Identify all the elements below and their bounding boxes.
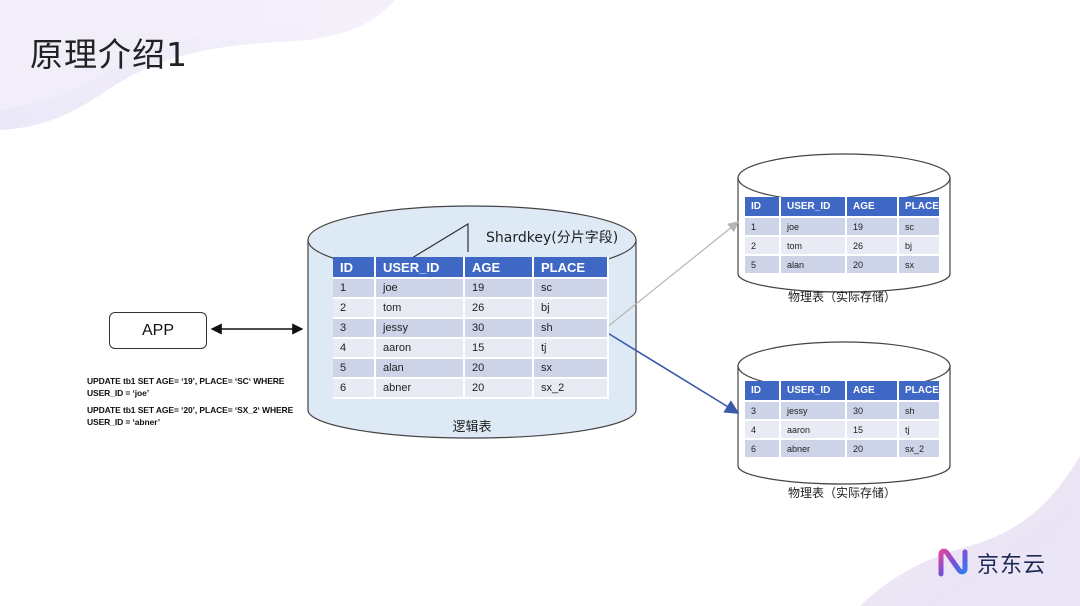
brand-logo: 京东云: [937, 547, 1046, 579]
jd-cloud-logo-icon: [938, 548, 968, 577]
sql-line: USER_ID = ‘abner’: [87, 417, 161, 427]
column-header: AGE: [464, 257, 534, 279]
table-cell: sx: [533, 358, 609, 379]
table-row: 1 joe 19 sc: [333, 278, 609, 299]
table-cell: 15: [464, 338, 534, 359]
table-cell: bj: [533, 298, 609, 319]
table-cell: 30: [846, 401, 899, 421]
table-cell: 2: [333, 298, 376, 319]
column-header: PLACE: [533, 257, 609, 279]
sql-line: UPDATE tb1 SET AGE= ‘19’, PLACE= ‘SC‘ WH…: [87, 376, 285, 386]
table-row: 5 alan 20 sx: [333, 358, 609, 379]
column-header: ID: [745, 197, 781, 218]
table-cell: 20: [464, 358, 534, 379]
brand-logo-text: 京东云: [977, 553, 1047, 578]
table-cell: tj: [533, 338, 609, 359]
app-label: APP: [141, 321, 174, 339]
column-header: AGE: [846, 197, 899, 218]
table-cell: 26: [846, 236, 899, 256]
column-header: PLACE: [898, 197, 941, 218]
table-cell: 5: [333, 358, 376, 379]
table-cell: sh: [533, 318, 609, 339]
table-cell: sh: [898, 401, 941, 421]
page-title: 原理介绍1: [30, 35, 188, 74]
column-header: ID: [745, 381, 781, 402]
table-row: 3 jessy 30 sh: [333, 318, 609, 339]
route-arrow-shard2: [605, 331, 740, 414]
table-cell: aaron: [375, 338, 465, 359]
table-cell: 19: [464, 278, 534, 299]
table-cell: tom: [375, 298, 465, 319]
table-cell: 30: [464, 318, 534, 339]
table-cell: joe: [375, 278, 465, 299]
table-cell: sx_2: [898, 439, 941, 459]
decor-top-left: [0, 0, 395, 130]
column-header: USER_ID: [780, 197, 847, 218]
sql-line: USER_ID = ‘joe’: [87, 388, 150, 398]
sql-line: UPDATE tb1 SET AGE= ‘20’, PLACE= ‘SX_2‘ …: [87, 405, 294, 415]
table-cell: 1: [745, 217, 781, 237]
table-row: 4 aaron 15 tj: [745, 420, 941, 440]
table-cell: 5: [745, 255, 781, 275]
table-cell: 19: [846, 217, 899, 237]
table-row: 4 aaron 15 tj: [333, 338, 609, 359]
table-cell: abner: [780, 439, 847, 459]
table-cell: 20: [846, 255, 899, 275]
table-cell: sx: [898, 255, 941, 275]
app-box: APP: [109, 312, 207, 349]
shard1-caption: 物理表（实际存储）: [787, 290, 896, 304]
logical-table: ID USER_ID AGE PLACE 1 joe 19 sc 2 tom 2…: [333, 257, 609, 399]
table-cell: 6: [333, 378, 376, 399]
table-cell: 1: [333, 278, 376, 299]
column-header: ID: [333, 257, 376, 279]
table-cell: 4: [333, 338, 376, 359]
table-cell: 3: [745, 401, 781, 421]
table-row: 2 tom 26 bj: [333, 298, 609, 319]
table-row: 3 jessy 30 sh: [745, 401, 941, 421]
table-cell: 20: [846, 439, 899, 459]
table-cell: sc: [898, 217, 941, 237]
shardkey-pointer: [411, 222, 469, 259]
table-row: 2 tom 26 bj: [745, 236, 941, 256]
shard2-table: ID USER_ID AGE PLACE 3 jessy 30 sh 4 aar…: [745, 381, 941, 459]
decor-bottom-right: [860, 456, 1080, 606]
table-row: 1 joe 19 sc: [745, 217, 941, 237]
column-header: USER_ID: [375, 257, 465, 279]
table-cell: 26: [464, 298, 534, 319]
table-cell: 2: [745, 236, 781, 256]
table-cell: aaron: [780, 420, 847, 440]
shard1-table: ID USER_ID AGE PLACE 1 joe 19 sc 2 tom 2…: [745, 197, 941, 275]
table-cell: abner: [375, 378, 465, 399]
column-header: USER_ID: [780, 381, 847, 402]
shard2-caption: 物理表（实际存储）: [787, 486, 896, 500]
table-cell: bj: [898, 236, 941, 256]
table-cell: 6: [745, 439, 781, 459]
sql-statement-1: UPDATE tb1 SET AGE= ‘19’, PLACE= ‘SC‘ WH…: [87, 375, 284, 399]
logical-table-caption: 逻辑表: [452, 420, 492, 435]
column-header: AGE: [846, 381, 899, 402]
table-cell: tj: [898, 420, 941, 440]
table-cell: alan: [375, 358, 465, 379]
column-header: PLACE: [898, 381, 941, 402]
table-cell: jessy: [780, 401, 847, 421]
route-arrow-shard1: [605, 221, 739, 329]
sql-statement-2: UPDATE tb1 SET AGE= ‘20’, PLACE= ‘SX_2‘ …: [87, 404, 293, 428]
table-cell: 3: [333, 318, 376, 339]
table-cell: 4: [745, 420, 781, 440]
table-row: 6 abner 20 sx_2: [333, 378, 609, 399]
table-cell: joe: [780, 217, 847, 237]
table-cell: 15: [846, 420, 899, 440]
table-cell: alan: [780, 255, 847, 275]
table-cell: tom: [780, 236, 847, 256]
table-row: 6 abner 20 sx_2: [745, 439, 941, 459]
shardkey-label: Shardkey(分片字段): [486, 230, 619, 246]
table-cell: jessy: [375, 318, 465, 339]
table-cell: sc: [533, 278, 609, 299]
table-cell: 20: [464, 378, 534, 399]
table-row: 5 alan 20 sx: [745, 255, 941, 275]
table-cell: sx_2: [533, 378, 609, 399]
